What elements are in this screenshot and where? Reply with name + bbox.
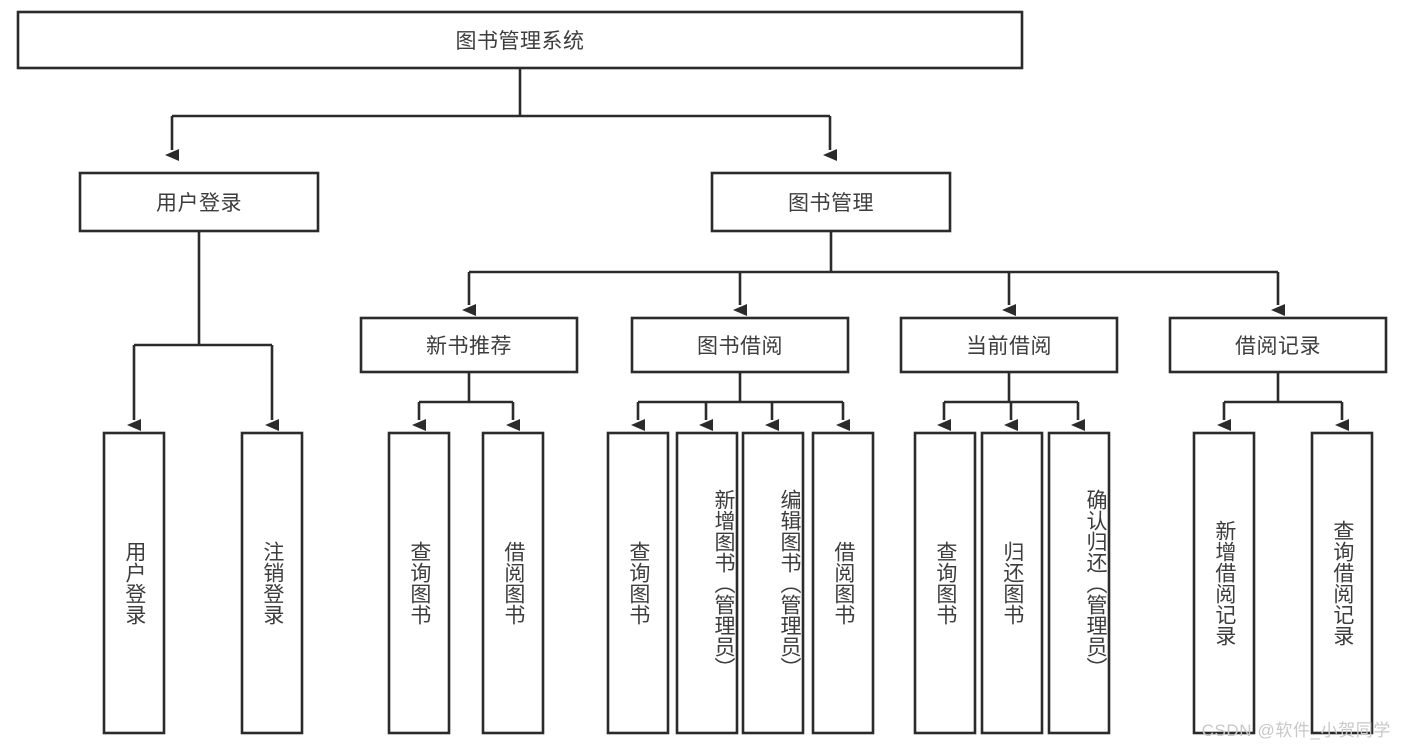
node-box-leaf-borrow-book-1[interactable] xyxy=(481,431,545,735)
node-box-leaf-add-record[interactable] xyxy=(1192,431,1256,735)
node-box-leaf-query-book-3[interactable] xyxy=(913,431,977,735)
node-box-leaf-return-book[interactable] xyxy=(980,431,1044,735)
node-box-leaf-query-book-1[interactable] xyxy=(387,431,451,735)
node-box-leaf-add-book[interactable] xyxy=(675,431,739,735)
node-box-new-book-rec[interactable] xyxy=(359,316,579,374)
node-box-leaf-edit-book[interactable] xyxy=(741,431,805,735)
node-box-root[interactable] xyxy=(16,10,1024,70)
node-box-leaf-query-book-2[interactable] xyxy=(606,431,670,735)
node-box-book-borrow[interactable] xyxy=(630,316,850,374)
node-box-borrow-record[interactable] xyxy=(1168,316,1388,374)
node-box-leaf-borrow-book-2[interactable] xyxy=(811,431,875,735)
node-box-leaf-logout[interactable] xyxy=(240,431,304,735)
watermark-text: CSDN @软件_小贺同学 xyxy=(1201,721,1391,740)
node-box-leaf-query-record[interactable] xyxy=(1310,431,1374,735)
node-box-book-manage[interactable] xyxy=(710,171,952,233)
node-box-leaf-confirm-return[interactable] xyxy=(1047,431,1111,735)
node-box-leaf-user-login[interactable] xyxy=(102,431,166,735)
node-box-user-login[interactable] xyxy=(78,171,320,233)
node-box-current-borrow[interactable] xyxy=(899,316,1119,374)
